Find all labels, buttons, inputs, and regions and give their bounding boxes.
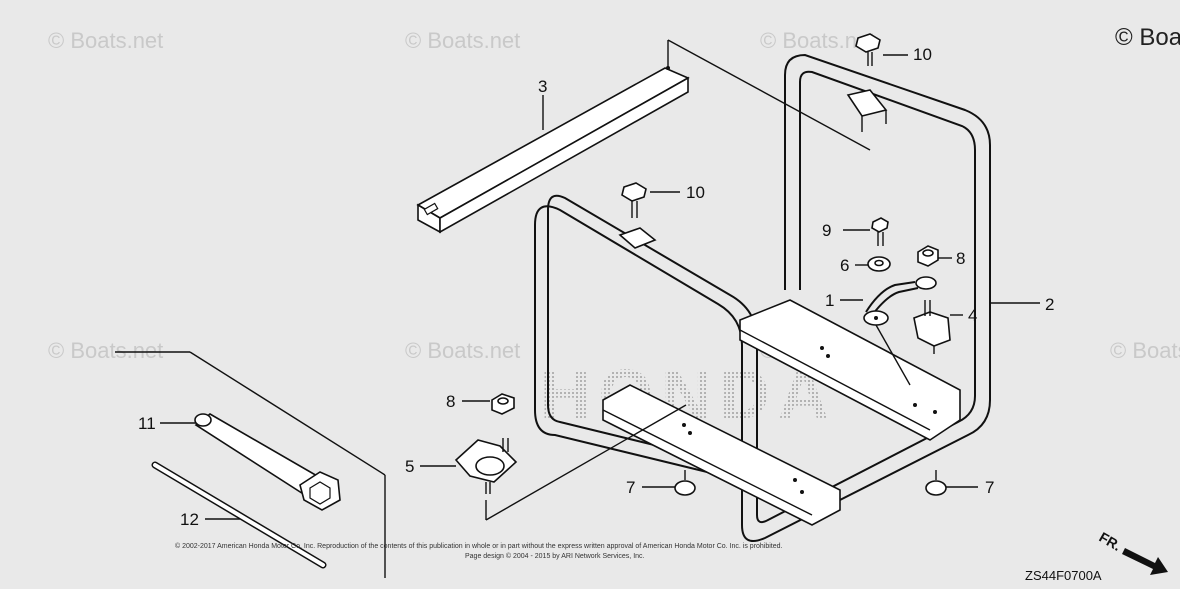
alignment-line: [875, 324, 911, 386]
terminal-bracket: [913, 300, 951, 354]
divider-line: [189, 351, 386, 476]
front-arrow-icon: FR.: [1097, 529, 1168, 575]
alignment-line: [485, 404, 687, 521]
box-wrench-tool: [194, 413, 341, 511]
part-cross-bar: [416, 39, 871, 234]
terminal-bracket: [454, 438, 518, 494]
callout-3: 3: [538, 77, 547, 96]
callout-1: 1: [825, 291, 834, 310]
callout-11: 11: [138, 414, 156, 433]
callout-12: 12: [180, 510, 199, 529]
callout-7: 7: [626, 478, 635, 497]
part-frame: [534, 53, 991, 542]
watermark-text: © Boats.net: [405, 28, 520, 53]
watermark-group: © Boats.net © Boats.net © Boats.net © Bo…: [48, 24, 1180, 363]
nut-icon: [491, 393, 515, 415]
watermark-corner: © Boats: [1115, 24, 1180, 51]
callout-7: 7: [985, 478, 994, 497]
copyright-line: © 2002-2017 American Honda Motor Co. Inc…: [175, 542, 783, 550]
watermark-text: © Boats.net: [48, 338, 163, 363]
washer-icon: [867, 256, 891, 272]
callout-4: 4: [968, 306, 977, 325]
diagram-code: ZS44F0700A: [1025, 568, 1102, 583]
callout-2: 2: [1045, 295, 1054, 314]
front-label: FR.: [1097, 529, 1125, 554]
watermark-text: © Boats.net: [405, 338, 520, 363]
watermark-text: © Boats.net: [1110, 338, 1180, 363]
bolt-icon: [871, 217, 889, 246]
callout-10: 10: [913, 45, 932, 64]
callout-6: 6: [840, 256, 849, 275]
bolt-icon: [855, 33, 881, 66]
callout-5: 5: [405, 457, 414, 476]
handle-bar-tool: [151, 461, 327, 569]
bolt-icon: [621, 182, 647, 218]
leader-lines: [160, 54, 1040, 520]
flange-nut-icon: [674, 470, 696, 496]
callout-10: 10: [686, 183, 705, 202]
nut-icon: [917, 245, 939, 267]
watermark-text: © Boats.net: [48, 28, 163, 53]
copyright-line: Page design © 2004 - 2015 by ARI Network…: [465, 552, 645, 560]
flange-nut-icon: [925, 470, 947, 496]
callout-8: 8: [956, 249, 965, 268]
watermark-text: © Boats.net: [760, 28, 875, 53]
callout-9: 9: [822, 221, 831, 240]
ground-cable: [863, 276, 937, 326]
callout-8: 8: [446, 392, 455, 411]
